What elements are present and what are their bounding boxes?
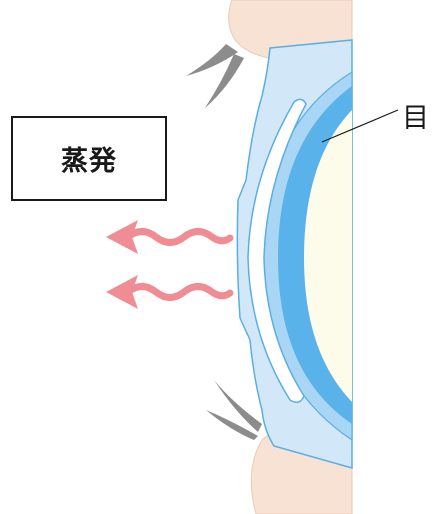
eyelash-upper-icon-2: [205, 54, 244, 108]
contact-lens: [247, 98, 307, 403]
evaporation-arrow-icon: [124, 228, 234, 246]
cornea: [304, 110, 352, 402]
eyelash-lower-icon-2: [206, 410, 258, 440]
eyelash-upper-icon: [186, 44, 238, 76]
evaporation-arrowhead-icon: [106, 220, 138, 254]
evaporation-label-box: 蒸発: [11, 116, 167, 201]
eye-pointer-line: [321, 109, 399, 143]
eye-label: 目: [402, 103, 429, 134]
evaporation-arrowhead-icon-2: [106, 275, 138, 309]
evaporation-arrow-icon-2: [124, 283, 234, 301]
eyelash-lower-icon: [214, 380, 262, 432]
evaporation-label: 蒸発: [61, 146, 117, 177]
